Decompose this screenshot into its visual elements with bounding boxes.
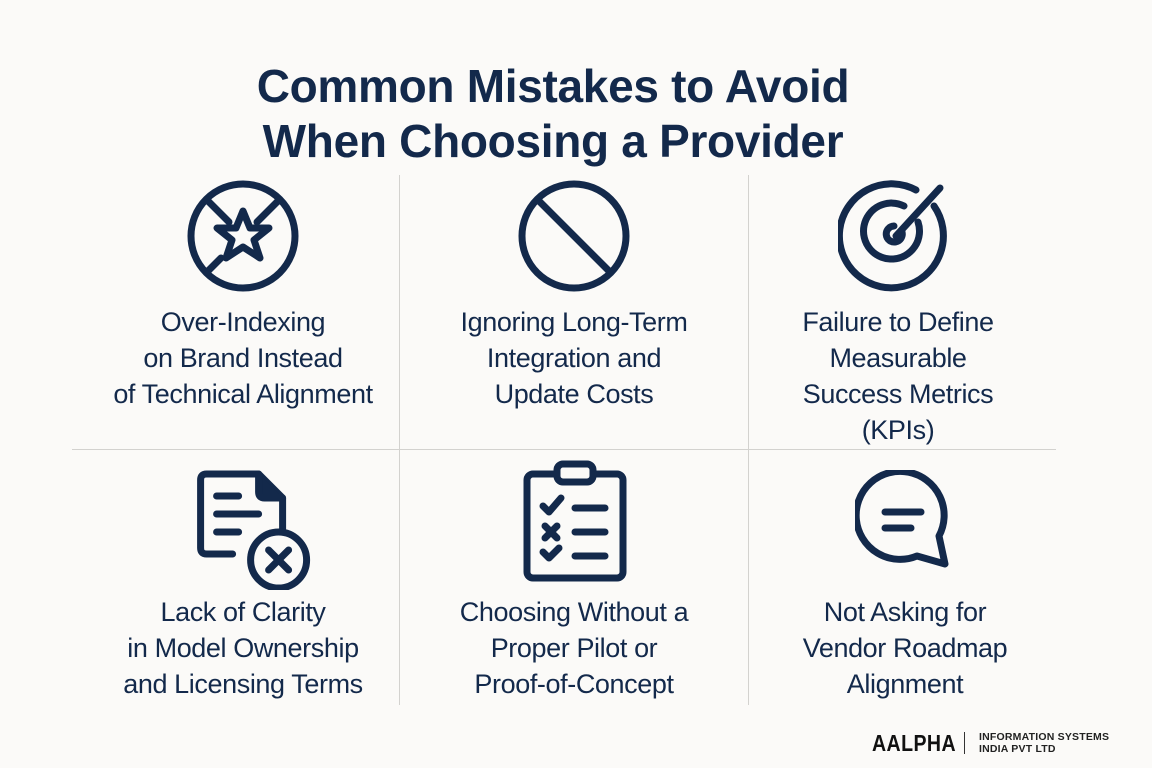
vertical-divider-2 — [748, 175, 749, 705]
brand-name: AALPHA — [872, 729, 957, 756]
label-line: Choosing Without a — [459, 597, 689, 627]
label-line: Integration and — [486, 343, 662, 373]
mistake-label: Ignoring Long-Term Integration and Updat… — [409, 304, 739, 412]
mistake-label: Choosing Without a Proper Pilot or Proof… — [409, 594, 739, 702]
label-line: of Technical Alignment — [113, 379, 373, 409]
mistake-card-roadmap: Not Asking for Vendor Roadmap Alignment — [740, 458, 1070, 708]
label-line: Lack of Clarity — [160, 597, 326, 627]
label-line: Failure to Define — [802, 307, 994, 337]
document-cancel-icon — [193, 464, 313, 590]
mistake-card-costs: Ignoring Long-Term Integration and Updat… — [409, 170, 739, 440]
label-line: (KPIs) — [861, 415, 935, 445]
star-prohibited-icon — [185, 178, 301, 294]
target-icon — [838, 176, 958, 296]
label-line: Vendor Roadmap — [802, 633, 1008, 663]
mistake-card-brand: Over-Indexing on Brand Instead of Techni… — [78, 170, 408, 440]
horizontal-divider — [72, 449, 1056, 450]
label-line: Success Metrics — [802, 379, 994, 409]
label-line: on Brand Instead — [143, 343, 343, 373]
title-line-1: Common Mistakes to Avoid — [256, 59, 850, 112]
logo-separator — [964, 732, 965, 754]
label-line: Alignment — [846, 669, 964, 699]
label-line: Update Costs — [494, 379, 654, 409]
company-line-2: INDIA PVT LTD — [979, 743, 1056, 755]
company-line-1: INFORMATION SYSTEMS — [979, 731, 1110, 743]
prohibited-icon — [516, 178, 632, 294]
label-line: and Licensing Terms — [123, 669, 363, 699]
mistake-label: Not Asking for Vendor Roadmap Alignment — [740, 594, 1070, 702]
page-title: Common Mistakes to Avoid When Choosing a… — [0, 59, 1106, 169]
label-line: in Model Ownership — [127, 633, 359, 663]
company-logo: AALPHA INFORMATION SYSTEMS INDIA PVT LTD — [872, 726, 1109, 760]
label-line: Not Asking for — [823, 597, 987, 627]
label-line: Proper Pilot or — [490, 633, 658, 663]
mistake-card-kpis: Failure to Define Measurable Success Met… — [733, 170, 1063, 445]
mistake-label: Lack of Clarity in Model Ownership and L… — [78, 594, 408, 702]
title-line-2: When Choosing a Provider — [262, 114, 844, 167]
label-line: Measurable — [829, 343, 967, 373]
mistake-label: Over-Indexing on Brand Instead of Techni… — [78, 304, 408, 412]
mistake-label: Failure to Define Measurable Success Met… — [733, 304, 1063, 448]
mistake-card-pilot: Choosing Without a Proper Pilot or Proof… — [409, 458, 739, 708]
label-line: Proof-of-Concept — [474, 669, 674, 699]
company-name: INFORMATION SYSTEMS INDIA PVT LTD — [979, 731, 1109, 755]
mistake-card-licensing: Lack of Clarity in Model Ownership and L… — [78, 458, 408, 708]
label-line: Ignoring Long-Term — [460, 307, 688, 337]
checklist-clipboard-icon — [519, 460, 629, 584]
label-line: Over-Indexing — [160, 307, 326, 337]
vertical-divider-1 — [399, 175, 400, 705]
speech-bubble-icon — [855, 470, 955, 570]
